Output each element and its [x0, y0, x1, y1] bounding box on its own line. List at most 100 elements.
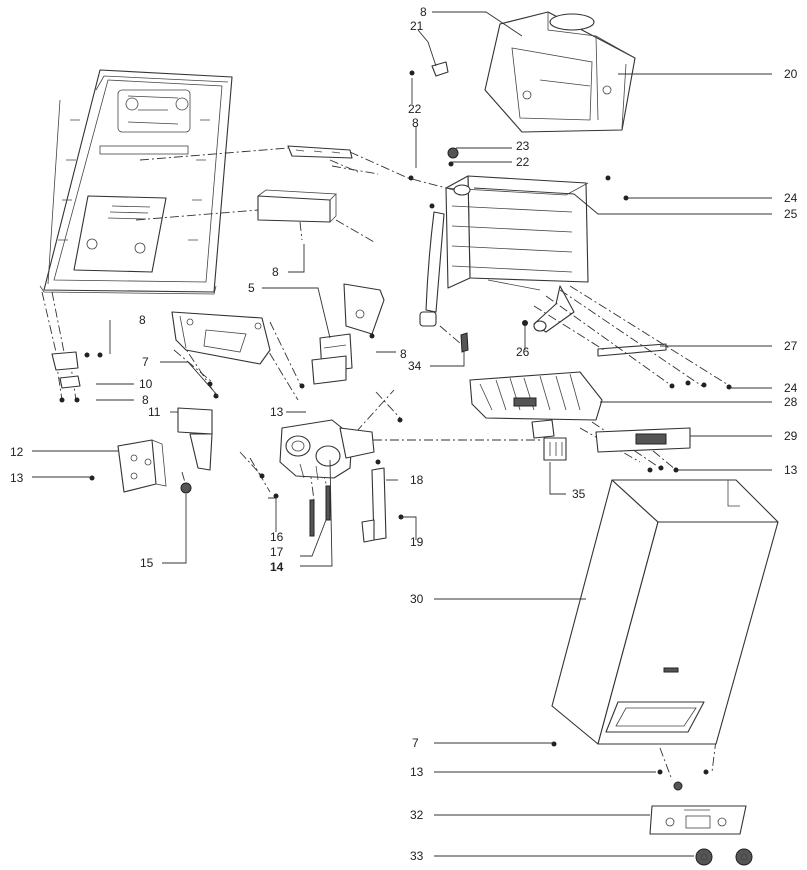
sensor-part: [447, 147, 459, 159]
knob-part: [673, 781, 683, 791]
callout-label: 23: [516, 139, 530, 153]
callout-label: 7: [412, 736, 419, 750]
callout-label: 24: [784, 191, 798, 205]
burner-bracket: [257, 189, 337, 223]
screw: [89, 475, 95, 481]
screw: [207, 381, 213, 387]
callout-label: 8: [272, 265, 279, 279]
screw: [408, 175, 414, 181]
callout-label: 27: [784, 339, 798, 353]
valve-bracket: [343, 283, 385, 335]
callout-label: 29: [784, 429, 798, 443]
screw: [669, 383, 675, 389]
screw: [97, 352, 103, 358]
callout-label: 12: [10, 445, 24, 459]
callout-label: 8: [139, 313, 146, 327]
hinge-bracket: [51, 351, 79, 371]
screw: [273, 493, 279, 499]
callout-label: 15: [140, 556, 154, 570]
back-frame-chassis: [39, 69, 233, 295]
callout-label: 35: [572, 487, 586, 501]
callout-label: 21: [410, 19, 424, 33]
screw: [685, 380, 691, 386]
screw: [658, 465, 664, 471]
screw: [299, 383, 305, 389]
callout-label: 10: [139, 377, 153, 391]
callout-label: 25: [784, 207, 798, 221]
circuit-board: [595, 427, 691, 453]
control-knobs: [695, 848, 753, 866]
screw: [522, 320, 528, 326]
screw: [59, 397, 65, 403]
callout-label: 5: [248, 281, 255, 295]
callout-label: 8: [142, 393, 149, 407]
screw: [375, 459, 381, 465]
callout-label: 22: [516, 155, 530, 169]
screw: [673, 467, 679, 473]
burner-manifold: [469, 371, 603, 421]
screw: [84, 352, 90, 358]
front-casing: [551, 479, 779, 745]
callout-label: 26: [516, 345, 530, 359]
screw: [701, 382, 707, 388]
callout-label: 18: [410, 473, 424, 487]
callout-label: 32: [410, 808, 424, 822]
screw: [259, 473, 265, 479]
callout-label: 14: [270, 560, 284, 574]
screw: [726, 384, 732, 390]
gas-valve-body: [311, 333, 353, 385]
callout-label: 7: [142, 355, 149, 369]
heat-exchanger: [419, 175, 589, 333]
screw: [74, 397, 80, 403]
screw: [409, 70, 415, 76]
screw: [551, 741, 557, 747]
callout-label: 13: [270, 405, 284, 419]
screw: [397, 417, 403, 423]
callout-label: 28: [784, 395, 798, 409]
bolt: [325, 485, 331, 521]
callout-label: 8: [400, 347, 407, 361]
callout-labels: 8 21 20 22 8 23 22 24 25 8 5 8 7 10 8 8 …: [10, 5, 798, 863]
screw: [448, 161, 454, 167]
callout-label: 17: [270, 545, 284, 559]
screw: [657, 769, 663, 775]
screw: [647, 467, 653, 473]
knob-part: [180, 482, 192, 494]
callout-label: 13: [410, 765, 424, 779]
ignition-part: [531, 419, 555, 439]
screw: [429, 203, 435, 209]
electrode-part: [460, 332, 469, 353]
screw: [623, 195, 629, 201]
cover-part: [177, 407, 213, 435]
clip-part: [431, 61, 449, 77]
callout-label: 13: [10, 471, 24, 485]
callout-label: 34: [408, 359, 422, 373]
connector-block: [543, 437, 567, 461]
control-module: [117, 439, 167, 493]
leader-lines: [32, 11, 772, 857]
gas-valve-assembly: [279, 419, 375, 481]
screw: [703, 769, 709, 775]
callout-label: 8: [412, 116, 419, 130]
screw: [605, 175, 611, 181]
bolt: [309, 499, 315, 537]
callout-label: 24: [784, 381, 798, 395]
callout-label: 13: [784, 463, 798, 477]
callout-label: 11: [148, 405, 161, 419]
hinge-plate: [59, 375, 81, 389]
burner-support-plate: [171, 311, 271, 365]
flue-hood: [484, 11, 636, 133]
screw: [398, 514, 404, 520]
screw: [369, 333, 375, 339]
control-panel: [649, 805, 747, 835]
callout-label: 19: [410, 535, 424, 549]
callout-label: 33: [410, 849, 424, 863]
strip-part: [597, 343, 667, 357]
callout-label: 22: [408, 102, 422, 116]
callout-label: 20: [784, 67, 798, 81]
callout-label: 30: [410, 592, 424, 606]
callout-label: 8: [420, 5, 427, 19]
callout-label: 16: [270, 530, 284, 544]
mounting-strap: [371, 467, 387, 541]
